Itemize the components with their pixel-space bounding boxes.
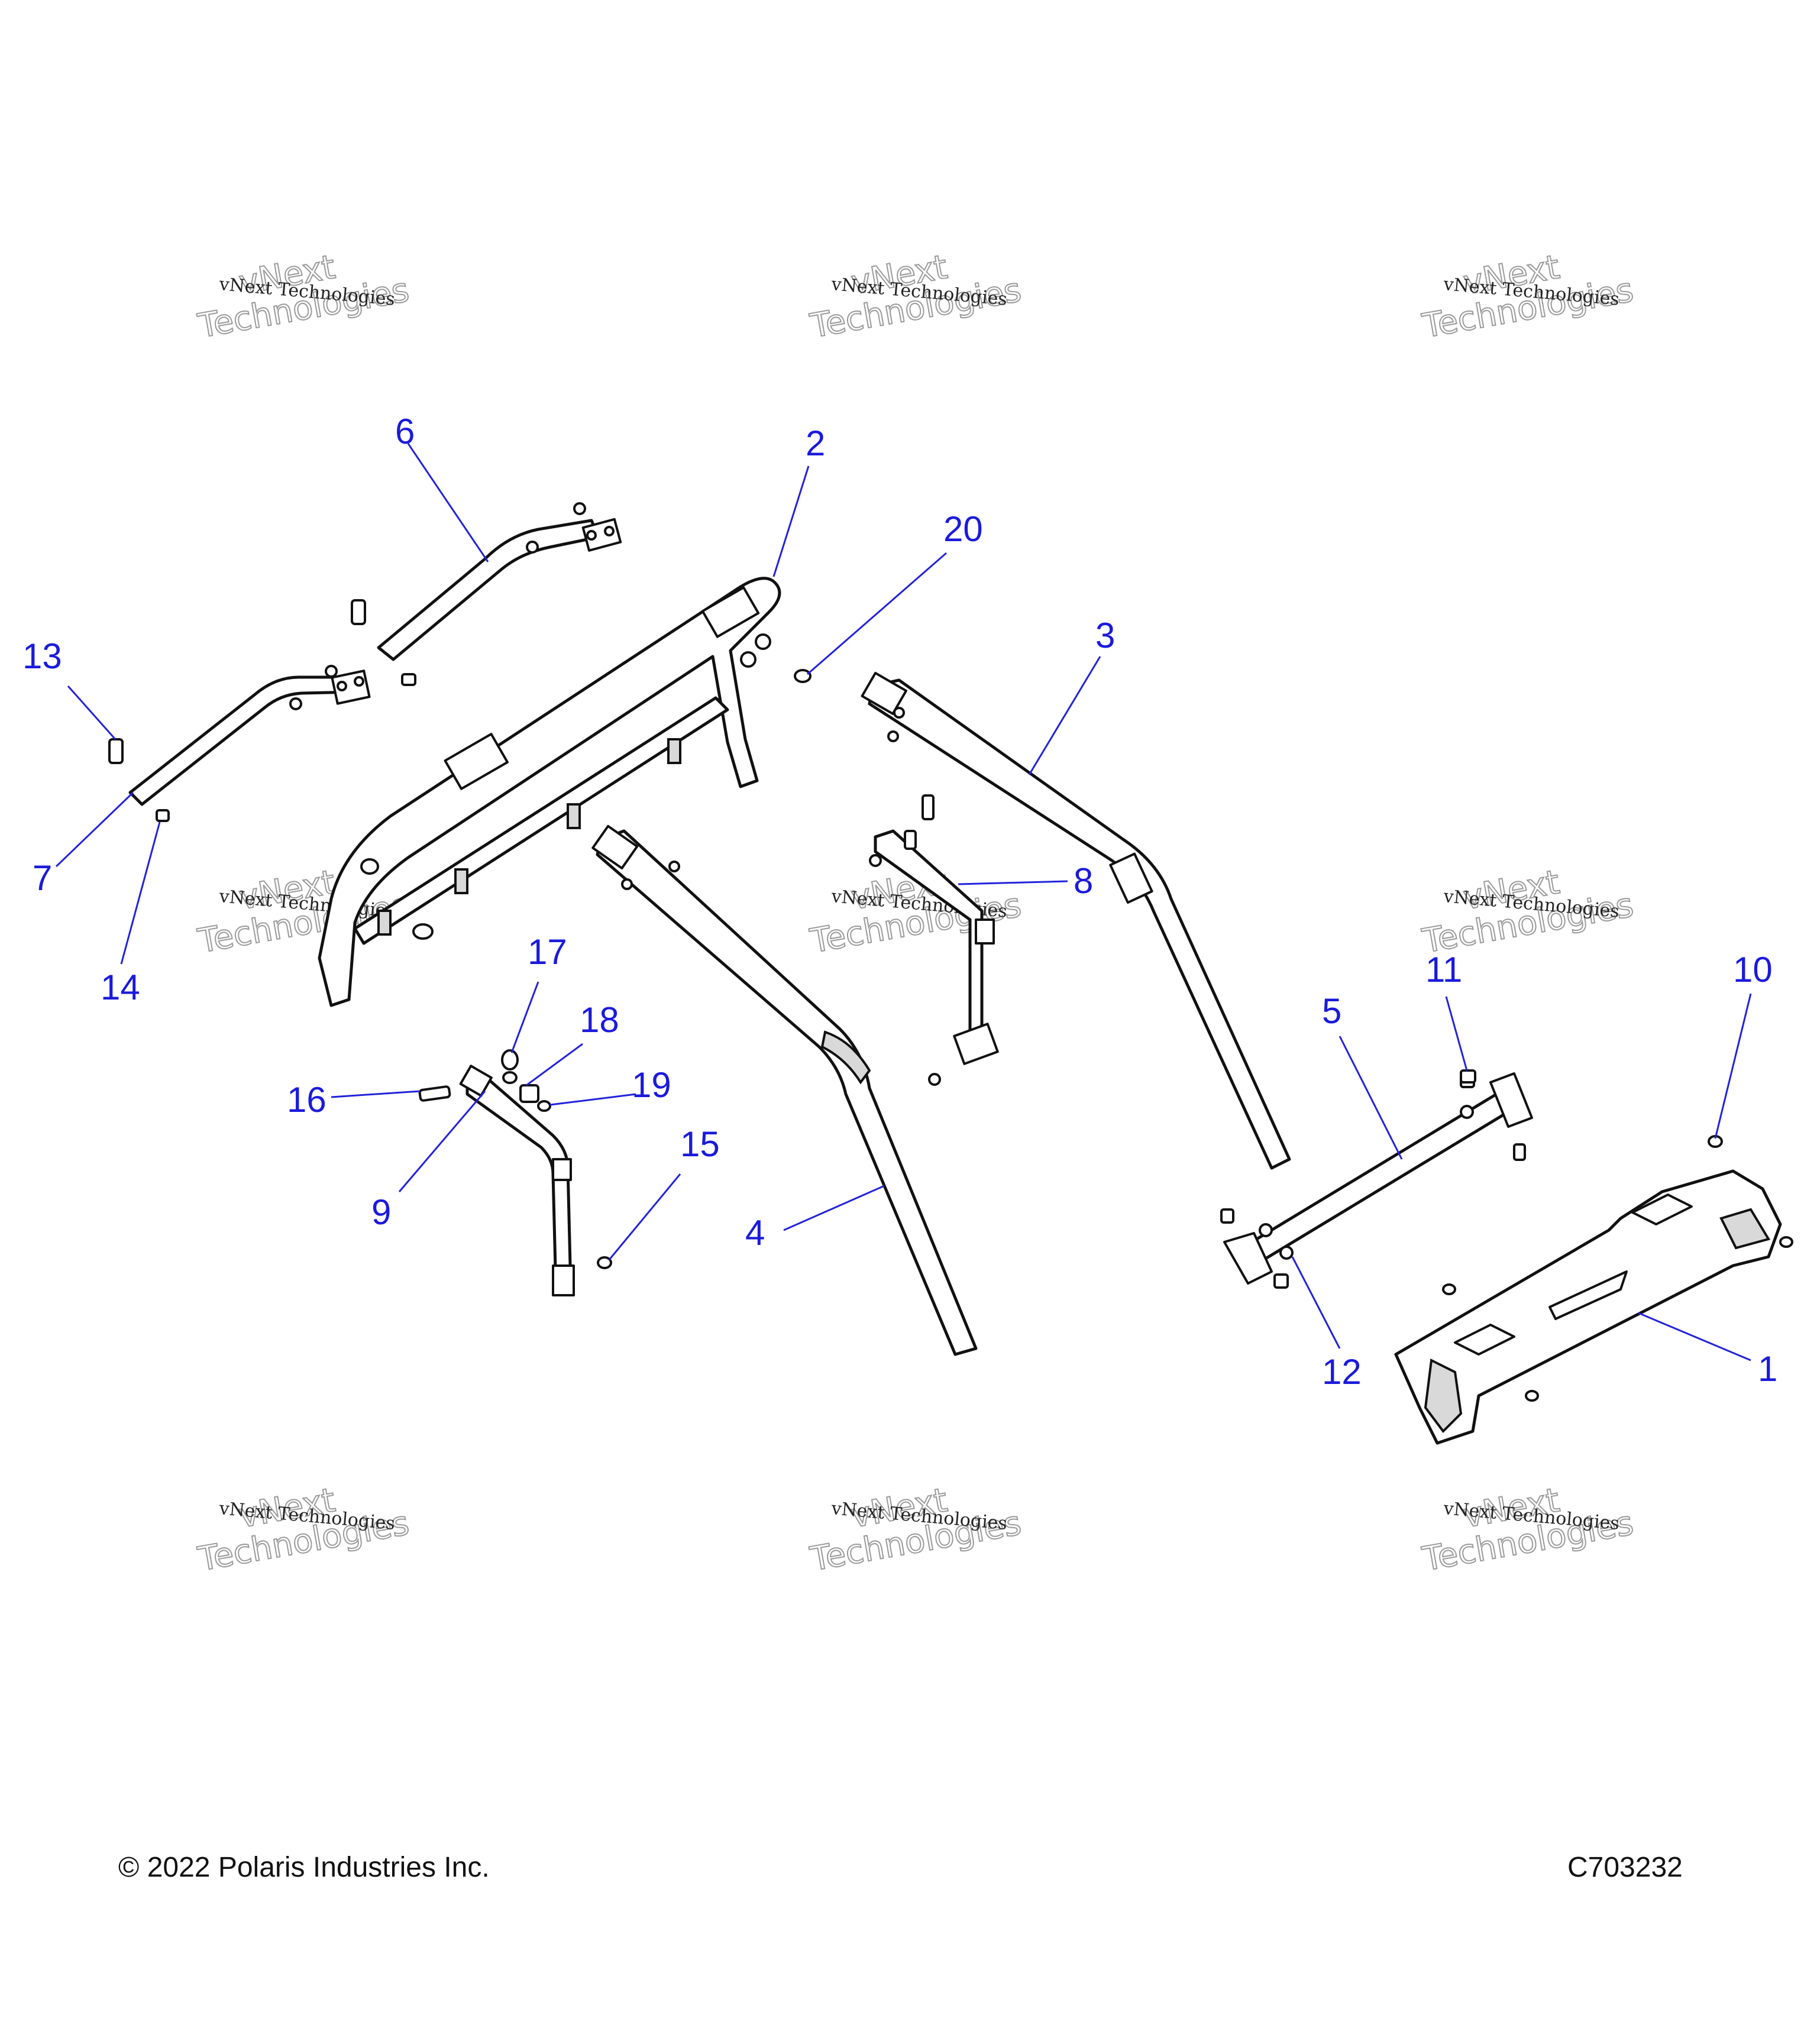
hardware-bolts-lower-left xyxy=(418,1049,612,1269)
callout-20: 20 xyxy=(943,509,983,549)
callout-5: 5 xyxy=(1322,991,1341,1031)
part-9-support-bracket xyxy=(459,1065,575,1296)
callout-13: 13 xyxy=(22,636,62,676)
leader-9 xyxy=(398,1091,486,1192)
copyright-text: © 2022 Polaris Industries Inc. xyxy=(118,1852,490,1883)
callout-7: 7 xyxy=(33,858,52,898)
callout-2: 2 xyxy=(806,423,825,463)
leader-12 xyxy=(1291,1256,1341,1349)
callout-18: 18 xyxy=(580,1000,619,1040)
callout-3: 3 xyxy=(1095,616,1115,655)
callout-16: 16 xyxy=(287,1080,326,1120)
leader-14 xyxy=(120,822,161,965)
callout-labels: 1 2 3 4 5 6 7 8 9 10 11 12 13 14 15 16 1… xyxy=(22,412,1777,1392)
leader-8 xyxy=(958,880,1068,885)
leader-2 xyxy=(772,465,810,577)
leader-7 xyxy=(55,791,134,868)
part-3-rear-down-tube xyxy=(861,671,1291,1170)
leader-3 xyxy=(1028,656,1101,775)
callout-6: 6 xyxy=(395,412,415,451)
leader-4 xyxy=(783,1185,885,1231)
leader-17 xyxy=(510,981,539,1053)
part-5-cross-tube xyxy=(1220,1072,1533,1289)
callout-19: 19 xyxy=(632,1065,671,1105)
leader-15 xyxy=(608,1173,681,1260)
leader-10 xyxy=(1714,993,1752,1139)
leader-6 xyxy=(407,443,489,562)
leader-lines xyxy=(55,443,1752,1361)
leader-19 xyxy=(549,1093,636,1106)
hardware-bolts-upper xyxy=(108,502,586,822)
callout-15: 15 xyxy=(680,1124,720,1164)
part-6-upper-bar xyxy=(377,518,622,661)
part-20-bolt xyxy=(794,669,811,683)
leader-13 xyxy=(67,685,117,740)
callout-9: 9 xyxy=(371,1192,391,1232)
leader-20 xyxy=(807,552,947,675)
leader-11 xyxy=(1445,996,1468,1071)
callout-1: 1 xyxy=(1758,1349,1777,1389)
part-2-rear-cage-frame xyxy=(318,577,781,1007)
leader-1 xyxy=(1638,1312,1751,1361)
callout-11: 11 xyxy=(1425,950,1462,989)
leader-18 xyxy=(526,1043,583,1086)
callout-4: 4 xyxy=(745,1213,765,1253)
part-8-support-bracket xyxy=(869,794,999,1086)
leader-16 xyxy=(331,1090,421,1098)
figure-code: C703232 xyxy=(1567,1852,1683,1883)
part-7-upper-bar xyxy=(128,670,371,806)
callout-8: 8 xyxy=(1074,861,1093,901)
leader-5 xyxy=(1338,1036,1403,1160)
callout-10: 10 xyxy=(1733,950,1773,989)
part-4-rear-down-tube xyxy=(591,824,978,1356)
part-1-rear-panel xyxy=(1394,1169,1782,1445)
callout-12: 12 xyxy=(1322,1352,1362,1392)
callout-14: 14 xyxy=(101,968,140,1007)
callout-17: 17 xyxy=(528,932,567,972)
hardware-bolts-right xyxy=(1442,1069,1793,1402)
